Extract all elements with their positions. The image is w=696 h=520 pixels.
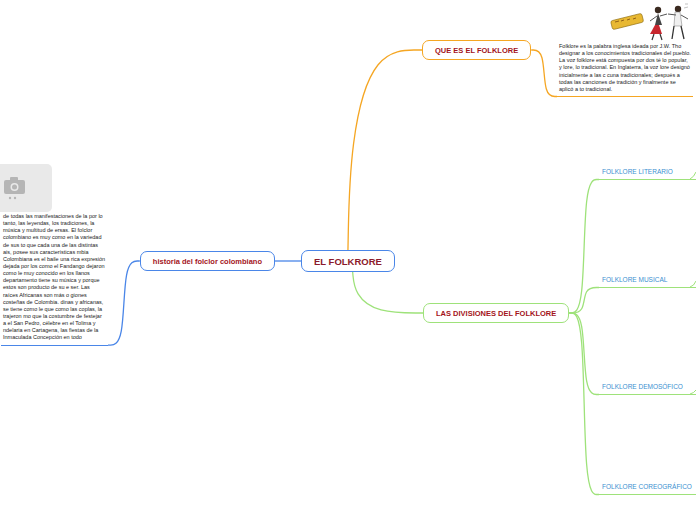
branch-connector: [569, 288, 599, 314]
subtopic: FOLKLORE COREOGRÁFICO: [599, 483, 696, 495]
branch-connector: [275, 260, 301, 261]
topic-text: Folklore es la palabra inglesa ideada po…: [559, 43, 691, 93]
dancers-illustration: [611, 4, 688, 40]
topic-text: de todas las manifestaciones de la por l…: [3, 213, 106, 342]
subtopic: FOLKLORE DEMOSÓFICO: [599, 383, 696, 395]
branch-connector: [353, 272, 423, 313]
topic-text: FOLKLORE LITERARIO: [602, 168, 696, 176]
topic-text: LAS DIVISIONES DEL FOLKLORE: [436, 309, 556, 318]
branch-connector: [569, 180, 599, 314]
note-text: de todas las manifestaciones de la por l…: [1, 213, 108, 346]
topic-text: historia del folclor colombiano: [153, 257, 262, 266]
offscreen-branches: [690, 172, 696, 394]
topic-text: EL FOLKRORE: [314, 256, 382, 267]
camera-icon: [4, 177, 25, 199]
branch-connector: [569, 313, 599, 495]
topic-text: QUE ES EL FOLKLORE: [435, 46, 518, 55]
note-text: Folklore es la palabra inglesa ideada po…: [557, 43, 693, 97]
topic-text: FOLKLORE MUSICAL: [602, 276, 696, 284]
topic-text: FOLKLORE DEMOSÓFICO: [602, 383, 696, 391]
main-topic: historia del folclor colombiano: [140, 251, 275, 271]
branch-connector: [108, 261, 140, 345]
main-topic: LAS DIVISIONES DEL FOLKLORE: [423, 303, 569, 323]
central-topic: EL FOLKRORE: [301, 250, 395, 272]
subtopic: FOLKLORE LITERARIO: [599, 168, 696, 180]
topic-text: FOLKLORE COREOGRÁFICO: [602, 483, 696, 491]
branch-connector: [348, 50, 422, 250]
main-topic: QUE ES EL FOLKLORE: [422, 40, 531, 60]
subtopic: FOLKLORE MUSICAL: [599, 276, 696, 288]
branch-connector: [531, 50, 557, 96]
image-placeholder: [0, 164, 52, 212]
